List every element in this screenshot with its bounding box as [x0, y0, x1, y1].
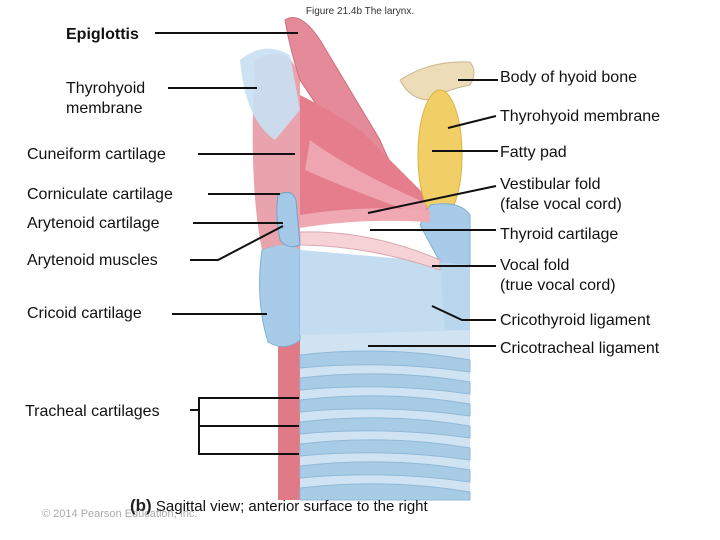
label-corniculate-cartilage: Corniculate cartilage: [27, 186, 173, 203]
label-tracheal-cartilages: Tracheal cartilages: [25, 403, 160, 420]
tracheal-rings: [299, 350, 471, 501]
label-cricothyroid-ligament: Cricothyroid ligament: [500, 312, 651, 329]
hyoid-bone: [399, 61, 475, 101]
figure-caption: (b) Sagittal view; anterior surface to t…: [130, 496, 428, 516]
label-vestibular-fold-line2: (false vocal cord): [500, 196, 622, 213]
leader-lines-right: [367, 79, 498, 347]
label-arytenoid-cartilage: Arytenoid cartilage: [27, 215, 160, 232]
trachea: [278, 340, 300, 500]
thyrohyoid-membrane-shape: [240, 48, 300, 140]
cricoid-cartilage-shape: [259, 243, 301, 347]
label-body-of-hyoid-bone: Body of hyoid bone: [500, 69, 637, 86]
label-thyrohyoid-membrane-left-line1: Thyrohyoid: [66, 80, 146, 97]
vestibular-fold-shape: [300, 208, 430, 228]
label-arytenoid-muscles: Arytenoid muscles: [27, 252, 158, 269]
label-thyroid-cartilage: Thyroid cartilage: [500, 226, 619, 243]
label-epiglottis: Epiglottis: [66, 26, 139, 43]
label-vestibular-fold-line1: Vestibular fold: [500, 176, 601, 193]
label-cricoid-cartilage: Cricoid cartilage: [27, 305, 142, 322]
copyright-notice: © 2014 Pearson Education, Inc.: [42, 508, 198, 520]
label-vocal-fold-line2: (true vocal cord): [500, 277, 616, 294]
label-cricotracheal-ligament: Cricotracheal ligament: [500, 340, 660, 357]
arytenoid-shape: [276, 191, 301, 248]
trachea-wall: [300, 330, 470, 500]
leader-lines-left: [155, 32, 299, 455]
label-cuneiform-cartilage: Cuneiform cartilage: [27, 146, 166, 163]
laryngeal-muscle: [300, 95, 430, 220]
label-vocal-fold-line1: Vocal fold: [500, 257, 570, 274]
panel-letter: (b): [130, 496, 152, 515]
label-thyrohyoid-membrane-left-line2: membrane: [66, 100, 143, 117]
label-fatty-pad: Fatty pad: [500, 144, 567, 161]
label-thyrohyoid-membrane-right: Thyrohyoid membrane: [500, 108, 661, 125]
figure-title: Figure 21.4b The larynx.: [305, 6, 415, 17]
caption-text: Sagittal view; anterior surface to the r…: [155, 498, 428, 515]
